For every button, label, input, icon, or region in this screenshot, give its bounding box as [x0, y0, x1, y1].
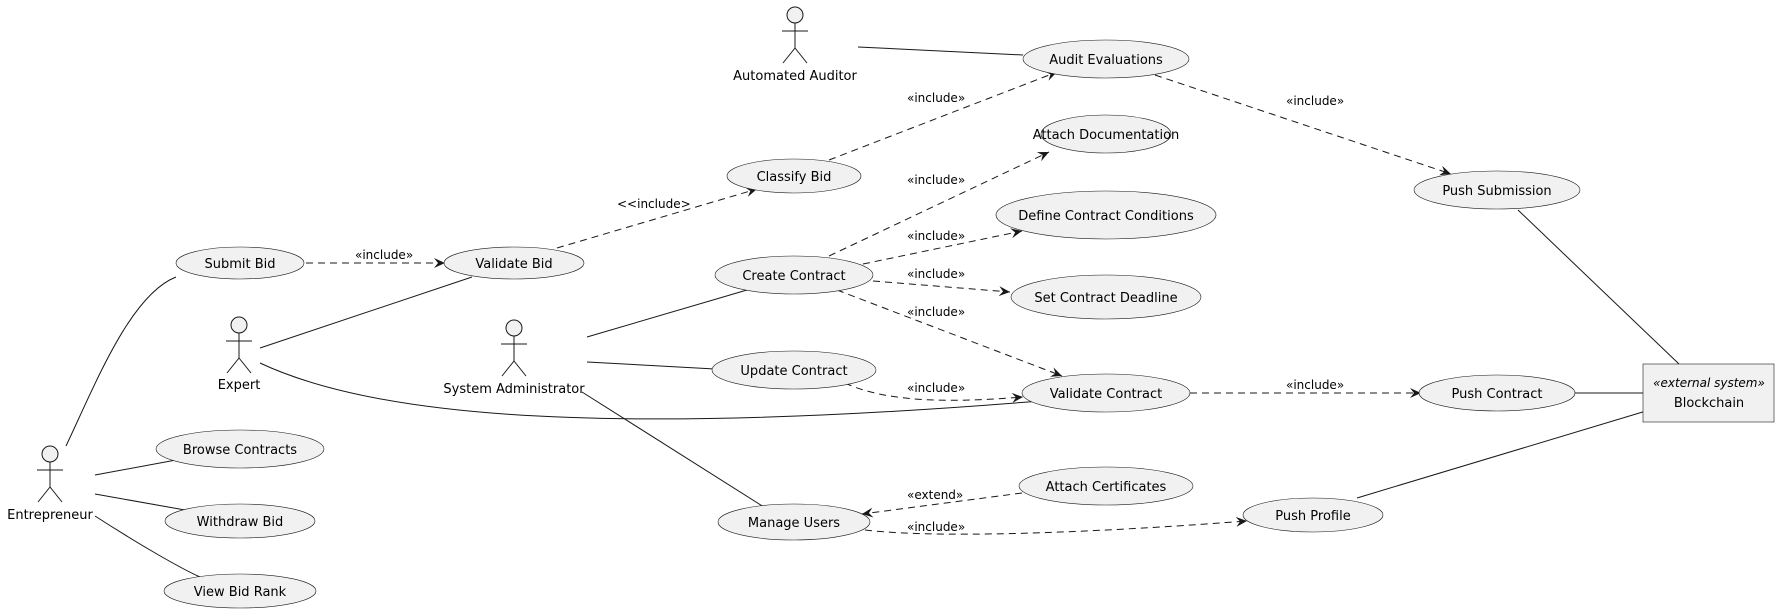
actor-system-administrator-icon [501, 319, 527, 377]
label-submit-validate: «include» [355, 248, 413, 262]
external-system-name: Blockchain [1674, 396, 1744, 411]
label-manage-push-profile: «include» [907, 520, 965, 534]
assoc-push-submission-blockchain [1517, 209, 1680, 365]
use-case-define-contract-conditions-label: Define Contract Conditions [1018, 209, 1194, 224]
actor-expert-icon [226, 316, 252, 374]
use-case-create-contract-label: Create Contract [742, 269, 845, 284]
use-case-validate-contract-label: Validate Contract [1050, 387, 1162, 402]
use-case-attach-certificates-label: Attach Certificates [1046, 480, 1167, 495]
use-case-browse-contracts-label: Browse Contracts [183, 443, 297, 458]
associations [65, 46, 1680, 578]
use-case-view-bid-rank-label: View Bid Rank [194, 585, 287, 600]
label-create-validate-contract: «include» [907, 305, 965, 319]
label-create-attach: «include» [907, 173, 965, 187]
dep-validate-bid-classify [556, 187, 758, 249]
dep-manage-push-profile [864, 516, 1248, 535]
assoc-push-profile-blockchain [1356, 410, 1647, 499]
actor-system-administrator[interactable]: System Administrator [443, 319, 585, 397]
actor-entrepreneur-label: Entrepreneur [7, 508, 93, 523]
use-case-push-profile[interactable]: Push Profile [1242, 497, 1384, 533]
use-case-classify-bid-label: Classify Bid [757, 170, 832, 185]
label-validate-classify: <<include> [617, 197, 691, 211]
use-case-push-profile-label: Push Profile [1275, 509, 1350, 524]
use-case-audit-evaluations[interactable]: Audit Evaluations [1022, 39, 1190, 79]
use-case-define-contract-conditions[interactable]: Define Contract Conditions [995, 190, 1217, 240]
assoc-sysadmin-update-contract [586, 361, 716, 370]
actor-expert-label: Expert [218, 378, 261, 393]
assoc-sysadmin-manage-users [581, 391, 768, 510]
use-case-attach-certificates[interactable]: Attach Certificates [1018, 466, 1194, 506]
label-audit-push-submission: «include» [1286, 94, 1344, 108]
use-case-attach-documentation-label: Attach Documentation [1033, 128, 1180, 143]
use-case-view-bid-rank[interactable]: View Bid Rank [163, 573, 317, 609]
dep-audit-push-submission [1154, 74, 1452, 176]
dep-classify-audit [828, 71, 1058, 161]
use-case-push-submission[interactable]: Push Submission [1413, 170, 1581, 210]
use-case-validate-bid[interactable]: Validate Bid [443, 246, 585, 280]
use-case-attach-documentation[interactable]: Attach Documentation [1033, 114, 1180, 154]
assoc-auditor-audit-evaluations [857, 46, 1024, 56]
actor-expert[interactable]: Expert [218, 316, 261, 393]
use-case-withdraw-bid-label: Withdraw Bid [197, 515, 284, 530]
dep-update-validate-contract [844, 382, 1024, 403]
use-case-manage-users[interactable]: Manage Users [717, 503, 871, 541]
use-case-update-contract[interactable]: Update Contract [711, 350, 877, 390]
actor-entrepreneur[interactable]: Entrepreneur [7, 445, 94, 523]
use-case-classify-bid[interactable]: Classify Bid [726, 158, 862, 194]
label-create-define: «include» [907, 229, 965, 243]
assoc-expert-validate-bid [259, 276, 473, 349]
dependencies [306, 71, 1452, 535]
assoc-sysadmin-create-contract [586, 289, 748, 338]
assoc-expert-validate-contract [259, 362, 1041, 420]
use-case-set-contract-deadline-label: Set Contract Deadline [1034, 291, 1177, 306]
dep-certificates-manage [861, 492, 1023, 518]
label-create-deadline: «include» [907, 267, 965, 281]
relation-labels: «include» «include» <<include> «include»… [355, 91, 1344, 534]
external-system-stereotype: «external system» [1653, 376, 1765, 390]
use-case-create-contract[interactable]: Create Contract [714, 255, 874, 295]
actor-system-administrator-label: System Administrator [443, 382, 585, 397]
use-case-validate-bid-label: Validate Bid [475, 257, 552, 272]
use-case-audit-evaluations-label: Audit Evaluations [1049, 53, 1163, 68]
dep-create-validate-contract [836, 289, 1063, 377]
use-case-update-contract-label: Update Contract [740, 364, 847, 379]
label-certificates-manage: «extend» [907, 488, 963, 502]
dep-create-attach [828, 151, 1050, 257]
use-case-push-contract[interactable]: Push Contract [1418, 374, 1576, 412]
assoc-entrepreneur-withdraw-bid [94, 493, 186, 511]
use-case-submit-bid-label: Submit Bid [204, 257, 275, 272]
actor-automated-auditor[interactable]: Automated Auditor [733, 6, 857, 84]
actor-automated-auditor-icon [782, 6, 808, 64]
assoc-entrepreneur-view-bid-rank [94, 515, 201, 578]
use-case-browse-contracts[interactable]: Browse Contracts [155, 429, 325, 469]
use-case-push-contract-label: Push Contract [1452, 387, 1543, 402]
external-system-blockchain[interactable]: «external system» Blockchain [1642, 363, 1775, 423]
use-case-submit-bid[interactable]: Submit Bid [175, 246, 305, 280]
use-case-withdraw-bid[interactable]: Withdraw Bid [164, 503, 316, 539]
use-case-validate-contract[interactable]: Validate Contract [1021, 373, 1191, 413]
label-validate-contract-push: «include» [1286, 378, 1344, 392]
use-case-set-contract-deadline[interactable]: Set Contract Deadline [1010, 274, 1202, 320]
actor-entrepreneur-icon [37, 445, 63, 503]
assoc-entrepreneur-submit-bid [65, 276, 177, 447]
actor-automated-auditor-label: Automated Auditor [733, 69, 857, 84]
use-case-push-submission-label: Push Submission [1442, 184, 1551, 199]
dep-create-deadline [872, 280, 1011, 297]
use-case-manage-users-label: Manage Users [748, 516, 840, 531]
label-update-validate-contract: «include» [907, 381, 965, 395]
assoc-entrepreneur-browse-contracts [94, 459, 177, 476]
label-classify-audit: «include» [907, 91, 965, 105]
dep-create-define [862, 228, 1023, 265]
